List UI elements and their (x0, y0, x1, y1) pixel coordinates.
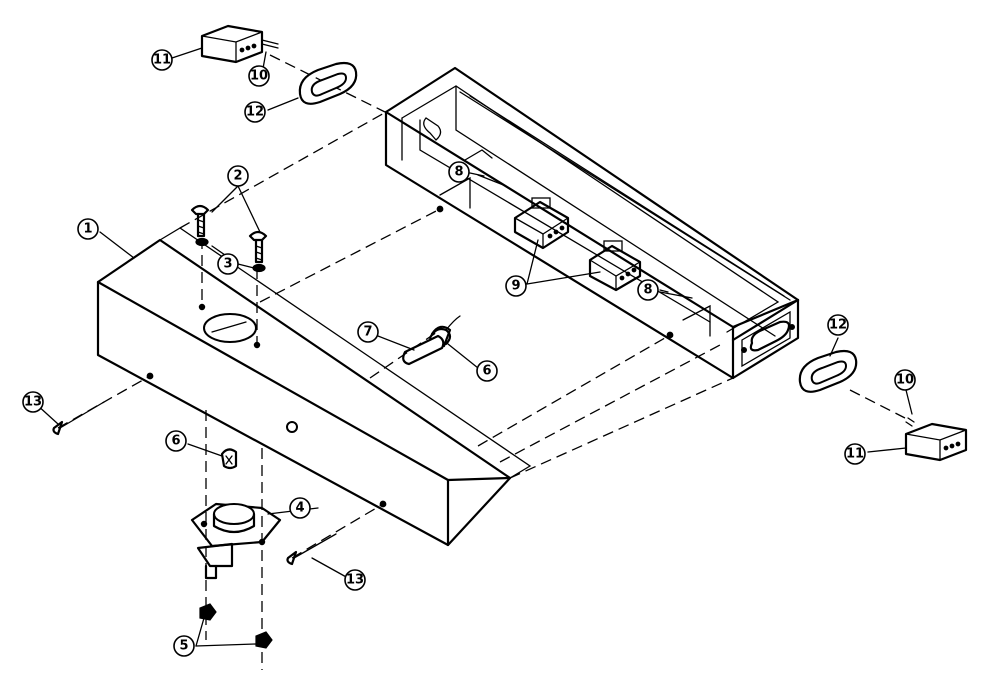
callout-label: 5 (179, 639, 188, 654)
plug-11-top (200, 24, 279, 64)
screw-2-left (190, 204, 210, 238)
callout-label: 6 (482, 364, 491, 379)
callout-12-bottom: 12 (827, 314, 849, 336)
callout-label: 4 (295, 501, 304, 516)
callout-9: 9 (505, 275, 527, 297)
callout-label: 12 (246, 105, 264, 120)
callout-label: 9 (511, 279, 520, 294)
callout-1: 1 (77, 218, 99, 240)
callout-11-top: 11 (151, 49, 173, 71)
callout-2: 2 (227, 165, 249, 187)
wire-8-right (659, 291, 693, 299)
callout-10-top: 10 (248, 65, 270, 87)
callout-7: 7 (357, 321, 379, 343)
cover-plate (96, 227, 532, 547)
screw-2-right (248, 230, 268, 264)
wire-8-left (477, 174, 507, 187)
callout-label: 11 (153, 53, 171, 68)
callout-label: 7 (363, 325, 372, 340)
leader-lines (35, 47, 913, 647)
connector-9-left (513, 197, 570, 250)
nut-5-left (199, 603, 217, 621)
callout-8-left: 8 (448, 161, 470, 183)
callout-label: 2 (233, 169, 242, 184)
callout-label: 8 (454, 165, 463, 180)
callout-8-right: 8 (637, 279, 659, 301)
callout-label: 6 (171, 434, 180, 449)
callout-label: 13 (346, 573, 364, 588)
callout-4: 4 (289, 497, 311, 519)
callout-3: 3 (217, 253, 239, 275)
grommet-12-bottom (798, 349, 858, 393)
callout-10-bottom: 10 (894, 369, 916, 391)
callout-6-upper: 6 (476, 360, 498, 382)
connector-9-right (588, 240, 642, 292)
nut-5-right (255, 631, 273, 649)
washer-3-left (195, 237, 209, 247)
grommet-12-top (298, 61, 358, 105)
callout-11-bottom: 11 (844, 443, 866, 465)
callout-label: 12 (829, 318, 847, 333)
screw-13-right (286, 533, 337, 566)
callout-6-lower: 6 (165, 430, 187, 452)
assembly-lines (57, 54, 906, 670)
callout-label: 1 (83, 222, 92, 237)
sensor-probe (402, 315, 461, 366)
callout-12-top: 12 (244, 101, 266, 123)
plug-11-bottom (904, 417, 968, 462)
washer-3-right (252, 263, 266, 273)
clip-6-lower (220, 448, 238, 470)
callout-5: 5 (173, 635, 195, 657)
callout-label: 11 (846, 447, 864, 462)
clip-6-upper (430, 325, 452, 348)
thermostat (190, 502, 282, 580)
callout-label: 3 (223, 257, 232, 272)
callout-label: 10 (896, 373, 914, 388)
callout-label: 10 (250, 69, 268, 84)
callout-13-left: 13 (22, 391, 44, 413)
callout-label: 13 (24, 395, 42, 410)
screw-13-left (52, 401, 105, 436)
callout-label: 8 (643, 283, 652, 298)
callout-13-right: 13 (344, 569, 366, 591)
